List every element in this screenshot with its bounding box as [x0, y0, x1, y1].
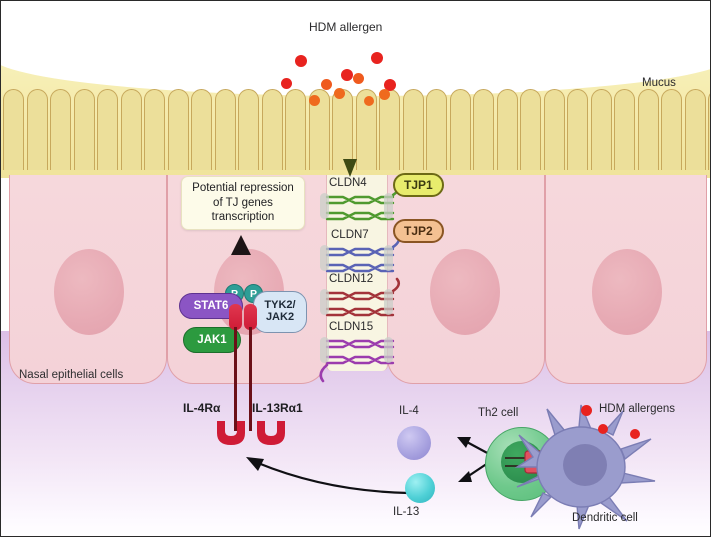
cilium [97, 89, 118, 170]
mucus-label: Mucus [642, 77, 676, 89]
allergen-particle [353, 73, 364, 84]
claudin-label-cldn15: CLDN15 [329, 321, 374, 333]
cilium [355, 89, 377, 170]
junction-vesicle [320, 289, 329, 315]
il4-cytokine [397, 426, 431, 460]
il4ra-stem [234, 327, 237, 431]
claudin-label-cldn7: CLDN7 [331, 229, 369, 241]
cilium [543, 89, 565, 170]
cilium [214, 89, 236, 170]
cilium [661, 89, 682, 170]
allergen-particle [379, 89, 390, 100]
cilium [308, 89, 330, 170]
tight-junction-column [326, 175, 388, 371]
cilium [261, 89, 283, 170]
transcription-arrow [231, 235, 251, 291]
allergen-particle [309, 95, 320, 106]
cilium [285, 89, 306, 170]
dendritic-cell [514, 404, 656, 530]
junction-vesicle [384, 337, 393, 363]
tj-repression-textbox: Potential repression of TJ genes transcr… [181, 176, 305, 230]
hdm-allergens-legend-label: HDM allergens [599, 403, 676, 415]
il4-label: IL-4 [399, 405, 419, 417]
cilium [120, 89, 142, 170]
tyk2-jak2-label: TYK2/JAK2 [264, 299, 296, 323]
epithelial-cell [387, 175, 545, 384]
hdm-allergen-particle [598, 424, 608, 434]
junction-vesicle [320, 245, 329, 271]
epithelial-cell [545, 175, 707, 384]
allergen-particle [364, 96, 374, 106]
cilia-band [1, 89, 710, 171]
cilium [567, 89, 588, 170]
cilium [167, 89, 189, 170]
il13ra1-receptor-base [257, 421, 285, 445]
cilium [614, 89, 635, 170]
epithelium-label: Nasal epithelial cells [19, 369, 124, 381]
cilium [496, 89, 518, 170]
th2-cell-label: Th2 cell [478, 407, 519, 419]
tjp2-badge[interactable]: TJP2 [393, 219, 444, 243]
allergen-particle [321, 79, 332, 90]
cell-nucleus [592, 249, 662, 335]
epithelial-cell [9, 175, 167, 384]
allergen-particle [281, 78, 292, 89]
il13ra1-stem [249, 327, 252, 431]
junction-vesicle [384, 245, 393, 271]
claudin-label-cldn12: CLDN12 [329, 273, 374, 285]
cytokine-signal-arrow [246, 457, 409, 495]
allergen-particle [384, 79, 396, 91]
cilium [473, 89, 494, 170]
hdm-allergen-particle [630, 429, 640, 439]
jak1-pill[interactable]: JAK1 [183, 327, 241, 353]
cilium [26, 89, 48, 170]
cilium [684, 89, 706, 170]
junction-vesicle [320, 193, 329, 219]
cilium [426, 89, 447, 170]
junction-vesicle [384, 289, 393, 315]
cell-nucleus [54, 249, 124, 335]
cilium [637, 89, 659, 170]
il13-cytokine [405, 473, 435, 503]
tyk2-jak2-pill[interactable]: TYK2/JAK2 [253, 291, 307, 333]
allergen-penetration-arrow [343, 101, 357, 177]
il13ra1-receptor-head [244, 304, 257, 330]
cilium [191, 89, 212, 170]
allergen-particle [334, 88, 345, 99]
cilium [590, 89, 612, 170]
il13-label: IL-13 [393, 506, 420, 518]
tjp1-badge[interactable]: TJP1 [393, 173, 444, 197]
cell-nucleus [430, 249, 500, 335]
junction-vesicle [320, 337, 329, 363]
junction-vesicle [384, 193, 393, 219]
cilium [238, 89, 259, 170]
cilium [379, 89, 400, 170]
il4ra-receptor-base [217, 421, 245, 445]
cilium [50, 89, 71, 170]
hdm-allergen-legend-dot [581, 405, 592, 416]
cldn15-strands [319, 339, 395, 383]
allergen-particle [341, 69, 353, 81]
cilium [3, 89, 24, 170]
cilium [520, 89, 541, 170]
cilium [402, 89, 424, 170]
il4ra-label: IL-4Rα [183, 401, 221, 415]
allergen-particle [295, 55, 307, 67]
il4ra-receptor-head [229, 304, 242, 330]
allergen-particle [371, 52, 383, 64]
il13ra1-label: IL-13Rα1 [252, 401, 303, 415]
cilium [73, 89, 95, 170]
cilium [144, 89, 165, 170]
cilium [449, 89, 471, 170]
claudin-label-cldn4: CLDN4 [329, 177, 367, 189]
dendritic-cell-label: Dendritic cell [572, 512, 638, 524]
hdm-allergen-title: HDM allergen [309, 20, 383, 34]
